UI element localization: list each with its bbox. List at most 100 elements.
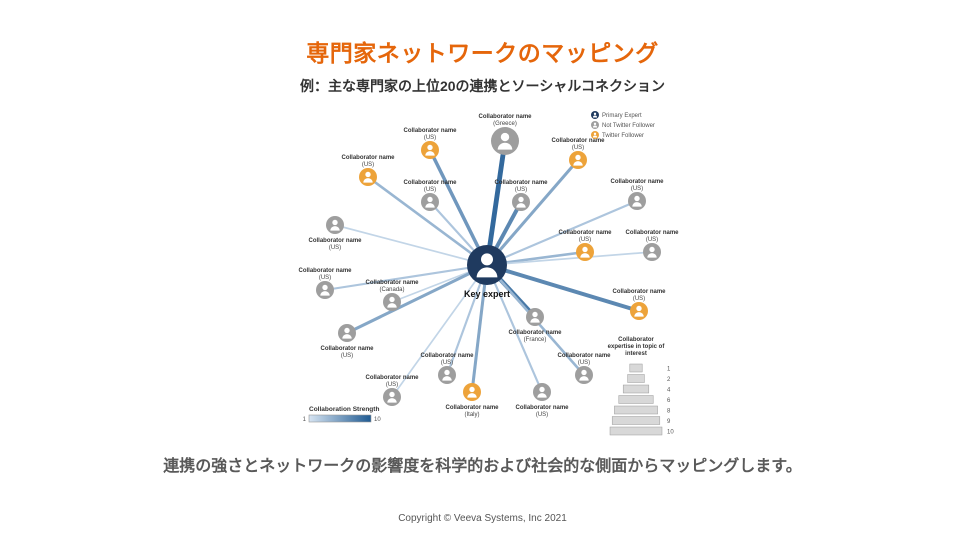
collaborator-name-label: Collaborator name	[445, 405, 499, 411]
copyright-text: Copyright © Veeva Systems, Inc 2021	[398, 513, 567, 524]
collaborator-name-label: Collaborator name	[494, 180, 548, 186]
strength-max-label: 10	[374, 417, 381, 423]
network-diagram: Collaborator name(US)Collaborator name(G…	[295, 105, 700, 440]
key-expert-node	[467, 245, 507, 285]
collaborator-country-label: (Canada)	[379, 287, 404, 293]
collaborator-name-label: Collaborator name	[625, 230, 679, 236]
collaborator-node	[526, 308, 544, 326]
collaboration-edge	[486, 264, 543, 393]
expertise-funnel-value: 9	[667, 419, 671, 425]
orange-expert-legend-icon	[591, 131, 599, 139]
legend-label: Twitter Follower	[602, 133, 644, 139]
collaborator-country-label: (US)	[362, 162, 374, 168]
collaborator-country-label: (US)	[579, 237, 591, 243]
expertise-funnel-bar	[611, 416, 661, 425]
strength-gradient-bar	[308, 414, 372, 423]
collaborator-country-label: (US)	[319, 275, 331, 281]
collaborator-name-label: Collaborator name	[420, 353, 474, 359]
collaborator-name-label: Collaborator name	[320, 346, 374, 352]
collaborator-node	[533, 383, 551, 401]
collaboration-edge	[485, 159, 580, 266]
expertise-funnel-value: 6	[667, 398, 671, 404]
collaborator-country-label: (US)	[386, 382, 398, 388]
collaborator-node	[383, 388, 401, 406]
collaborator-node	[643, 243, 661, 261]
collaborator-node	[338, 324, 356, 342]
collaborator-node	[359, 168, 377, 186]
collaborator-node	[569, 151, 587, 169]
collaboration-edge	[470, 264, 489, 393]
collaboration-edge	[346, 263, 488, 335]
slide-title: 専門家ネットワークのマッピング	[306, 40, 659, 66]
collaborator-country-label: (US)	[646, 237, 658, 243]
collaborator-country-label: (US)	[329, 245, 341, 251]
collaborator-node	[463, 383, 481, 401]
collaboration-edge	[334, 224, 488, 266]
collaboration-edge	[324, 263, 488, 292]
expertise-funnel-value: 1	[667, 367, 671, 373]
collaborator-name-label: Collaborator name	[308, 238, 362, 244]
collaborator-name-label: Collaborator name	[610, 179, 664, 185]
collaborator-country-label: (US)	[633, 296, 645, 302]
strength-min-label: 1	[303, 417, 307, 423]
collaboration-edge	[486, 200, 638, 266]
expertise-funnel-bar	[627, 374, 645, 383]
collaborator-name-label: Collaborator name	[612, 289, 666, 295]
expertise-funnel-bar	[629, 363, 643, 373]
collaboration-edge	[486, 251, 653, 266]
collaborator-node	[383, 293, 401, 311]
legend-label: Not Twitter Follower	[602, 123, 655, 129]
key-expert-label: Key expert	[464, 289, 510, 299]
collaboration-edge	[484, 140, 508, 266]
expertise-scale-title: expertise in topic of	[608, 344, 666, 350]
collaborator-node	[628, 192, 646, 210]
collaborator-name-label: Collaborator name	[298, 268, 352, 274]
collaborator-country-label: (US)	[441, 360, 453, 366]
collaborator-name-label: Collaborator name	[558, 230, 612, 236]
collaborator-node	[630, 302, 648, 320]
collaborator-node	[316, 281, 334, 299]
collaborator-country-label: (US)	[424, 187, 436, 193]
primary-expert-legend-icon	[591, 111, 599, 119]
expertise-scale-title: Collaborator	[618, 337, 654, 343]
collaborator-country-label: (US)	[572, 145, 584, 151]
collaborator-name-label: Collaborator name	[515, 405, 569, 411]
network-svg: Collaborator name(US)Collaborator name(G…	[298, 111, 679, 436]
collaboration-edge	[428, 149, 489, 266]
collaborator-name-label: Collaborator name	[403, 128, 457, 134]
collaborator-name-label: Collaborator name	[508, 330, 562, 336]
collaborator-node	[512, 193, 530, 211]
expertise-funnel-value: 8	[667, 409, 671, 415]
slide-message: 連携の強さとネットワークの影響度を科学的および社会的な側面からマッピングします。	[163, 458, 802, 475]
collaborator-node	[326, 216, 344, 234]
expertise-funnel-value: 4	[667, 388, 671, 394]
collaborator-country-label: (US)	[515, 187, 527, 193]
collaborator-name-label: Collaborator name	[341, 155, 395, 161]
collaborator-country-label: (US)	[536, 412, 548, 418]
collaborator-node	[491, 127, 519, 155]
collaborator-country-label: (Italy)	[465, 412, 480, 418]
collaborator-country-label: (France)	[524, 337, 547, 343]
collaboration-edge	[486, 263, 640, 313]
collaborator-name-label: Collaborator name	[557, 353, 611, 359]
gray-expert-legend-icon	[591, 121, 599, 129]
expertise-funnel-bar	[618, 395, 654, 404]
collaboration-edge	[391, 264, 488, 398]
expertise-funnel-bar	[609, 426, 663, 436]
expertise-funnel-bar	[614, 405, 658, 415]
collaboration-edge	[367, 175, 488, 267]
collaborator-name-label: Collaborator name	[365, 375, 419, 381]
collaborator-name-label: Collaborator name	[551, 138, 605, 144]
legend-label: Primary Expert	[602, 113, 642, 119]
collaborator-node	[576, 243, 594, 261]
collaborator-node	[421, 193, 439, 211]
expertise-funnel-bar	[622, 384, 650, 394]
collaborator-node	[575, 366, 593, 384]
collaborator-country-label: (US)	[631, 186, 643, 192]
collaborator-country-label: (US)	[578, 360, 590, 366]
slide-subtitle: 例：主な専門家の上位20の連携とソーシャルコネクション	[299, 78, 665, 94]
collaborator-country-label: (US)	[424, 135, 436, 141]
strength-scale-title: Collaboration Strength	[309, 406, 379, 413]
expertise-scale-title: interest	[625, 351, 647, 357]
expertise-funnel-value: 2	[667, 377, 671, 383]
